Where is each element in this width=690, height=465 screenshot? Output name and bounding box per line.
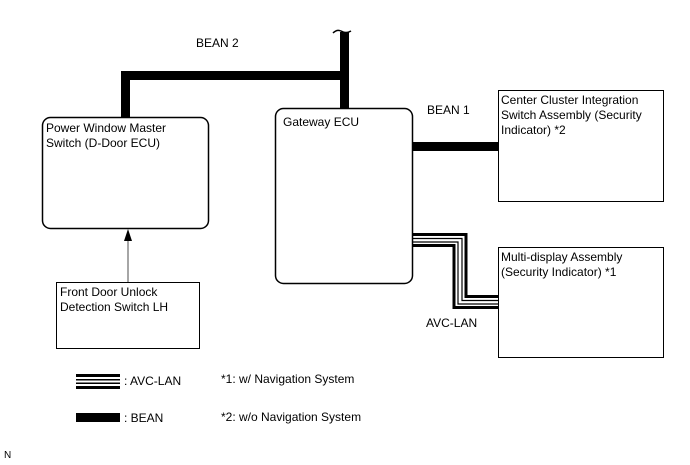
avc-lan-label: AVC-LAN <box>426 316 478 330</box>
gateway-node: Gateway ECU <box>283 115 359 130</box>
bean2-bus <box>121 29 352 118</box>
gateway-label: Gateway ECU <box>283 115 360 129</box>
multi-display-box <box>498 247 664 358</box>
center-cluster-label-line3: Indicator) *2 <box>501 123 566 137</box>
front-door-label-line2: Detection Switch LH <box>60 300 169 314</box>
center-cluster-box <box>498 90 664 202</box>
bean2-drop-gateway <box>340 32 349 109</box>
multi-display-label-line1: Multi-display Assembly <box>501 250 623 264</box>
legend-bean-symbol <box>76 413 120 422</box>
front-door-switch-node: Front Door Unlock Detection Switch LH <box>60 285 168 315</box>
note-1: *1: w/ Navigation System <box>221 372 355 386</box>
gateway-ecu-box <box>274 107 414 285</box>
power-window-node: Power Window Master Switch (D-Door ECU) <box>46 121 166 151</box>
legend-bean-text: : BEAN <box>124 411 164 425</box>
bean1-label: BEAN 1 <box>427 103 470 117</box>
arrow-head-icon <box>124 229 132 241</box>
multi-display-label-line2: (Security Indicator) *1 <box>501 265 617 279</box>
bean2-drop-power-window <box>121 71 130 118</box>
multi-display-node: Multi-display Assembly (Security Indicat… <box>501 250 622 280</box>
bus-continuation-break-icon <box>332 29 352 34</box>
bean1-line <box>412 142 499 151</box>
corner-mark: N <box>4 450 12 461</box>
legend-avc-lan-symbol <box>76 374 120 389</box>
front-door-label-line1: Front Door Unlock <box>60 285 158 299</box>
signal-arrow <box>124 229 132 282</box>
power-window-label-line1: Power Window Master <box>46 121 167 135</box>
center-cluster-node: Center Cluster Integration Switch Assemb… <box>501 93 642 138</box>
avc-lan-bus <box>412 233 499 309</box>
center-cluster-label-line2: Switch Assembly (Security <box>501 108 642 122</box>
center-cluster-label-line1: Center Cluster Integration <box>501 93 639 107</box>
bean2-horizontal-line <box>122 71 348 80</box>
legend-avc-lan-text: : AVC-LAN <box>124 374 182 388</box>
note-2: *2: w/o Navigation System <box>221 410 362 424</box>
power-window-label-line2: Switch (D-Door ECU) <box>46 136 161 150</box>
front-door-switch-box <box>56 282 200 349</box>
bean2-label: BEAN 2 <box>196 36 239 50</box>
power-window-box <box>41 116 210 230</box>
